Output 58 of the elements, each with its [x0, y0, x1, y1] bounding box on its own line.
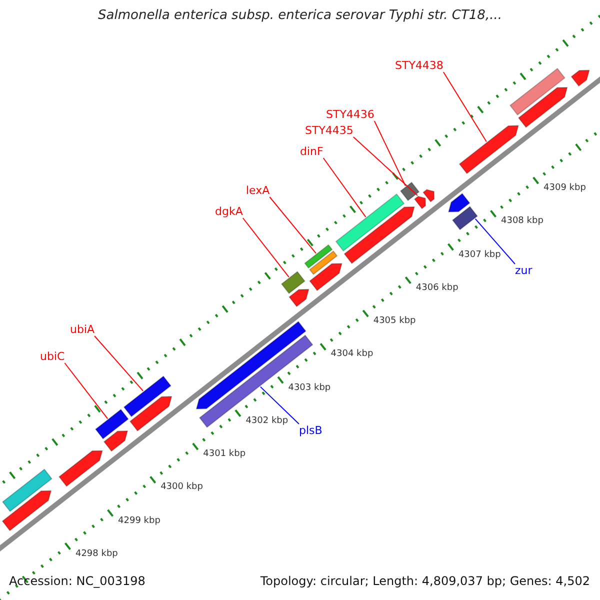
gene-label: dgkA: [215, 205, 243, 218]
gene-label: ubiA: [70, 323, 95, 336]
gene-label: plsB: [299, 424, 322, 437]
leader-line: [64, 362, 108, 420]
gene-label: STY4436: [326, 108, 374, 121]
gene-feature: [422, 189, 435, 202]
gene-feature: [58, 450, 103, 487]
gene-feature: [344, 206, 415, 264]
gene-feature: [458, 125, 519, 174]
scale-label: 4300 kbp: [160, 482, 203, 492]
gene-label: lexA: [246, 184, 270, 197]
gene-feature: [570, 70, 590, 87]
gene-label: dinF: [300, 145, 324, 158]
gene-feature: [309, 263, 342, 292]
scale-label: 4298 kbp: [75, 548, 118, 559]
leader-line: [442, 72, 487, 142]
gene-feature: [452, 206, 478, 230]
gene-feature: [123, 376, 172, 418]
scale-label: 4302 kbp: [246, 416, 288, 426]
scale-label: 4301 kbp: [203, 449, 246, 460]
leader-line: [474, 218, 516, 264]
scale-label: 4306 kbp: [416, 282, 458, 293]
scale-label: 4304 kbp: [330, 349, 374, 360]
genome-info-text: Topology: circular; Length: 4,809,037 bp; Genes: 4,502: [260, 574, 590, 588]
gene-feature: [509, 68, 566, 116]
gene-feature: [400, 182, 420, 202]
scale-label: 4303 kbp: [288, 382, 331, 393]
gene-label: STY4438: [395, 59, 444, 72]
scale-label: 4309 kbp: [544, 183, 586, 194]
leader-line: [322, 158, 366, 218]
gene-label: ubiC: [40, 350, 65, 363]
accession-text: Accession: NC_003198: [9, 574, 146, 588]
gene-feature: [309, 250, 338, 276]
title: Salmonella enterica subsp. enterica serovar Typhi str. CT18,...: [97, 8, 503, 23]
gene-feature: [304, 244, 333, 269]
scale-label: 4305 kbp: [373, 316, 416, 326]
gene-feature: [280, 270, 306, 294]
gene-feature: [2, 468, 52, 512]
gene-feature: [103, 430, 128, 452]
leader-line: [352, 136, 418, 196]
leader-line: [374, 120, 406, 186]
gene-feature: [288, 288, 310, 308]
scale-label: 4308 kbp: [501, 216, 544, 226]
gene-feature: [335, 193, 405, 252]
leader-line: [242, 218, 290, 278]
leader-line: [94, 336, 144, 392]
gene-feature: [2, 490, 52, 532]
scale-label: 4299 kbp: [118, 516, 160, 526]
gene-label: zur: [515, 264, 532, 277]
gene-feature: [129, 396, 172, 432]
gene-label: STY4435: [305, 124, 354, 137]
scale-label: 4307 kbp: [458, 250, 501, 260]
leader-line: [260, 386, 300, 424]
leader-line: [269, 196, 316, 254]
gene-feature: [518, 86, 568, 128]
gene-feature: [448, 192, 470, 212]
gene-feature: [414, 196, 426, 210]
gene-feature: [94, 408, 129, 440]
